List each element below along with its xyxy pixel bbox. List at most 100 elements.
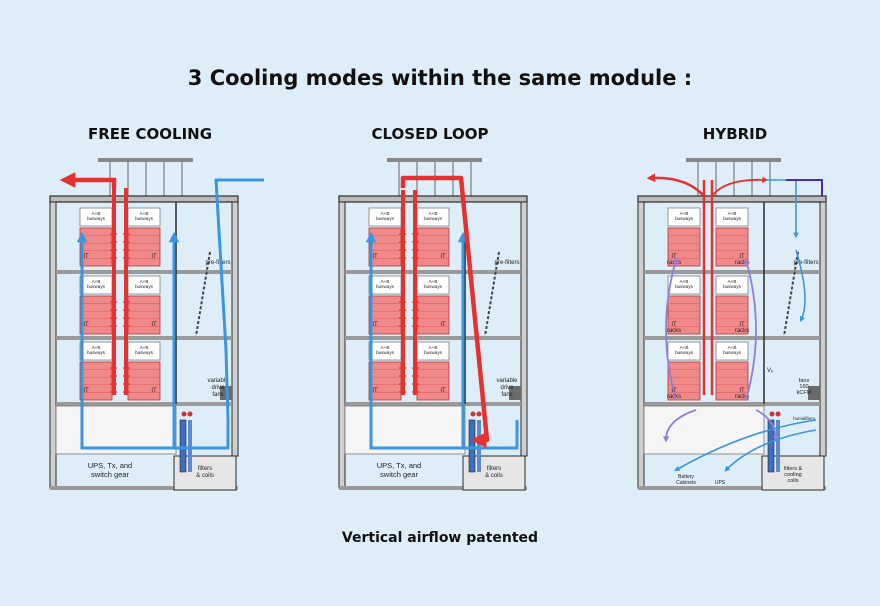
basement-room — [55, 405, 177, 455]
busway-box — [667, 207, 701, 227]
roof-slab — [637, 195, 827, 203]
coil-valve — [470, 411, 476, 417]
cold-supply-left — [365, 231, 519, 450]
it-rack — [127, 361, 161, 401]
floor-slab — [56, 402, 232, 406]
busway-box — [715, 275, 749, 295]
roof-canopy — [387, 158, 482, 162]
ground-slab — [339, 486, 527, 490]
floor-slab — [644, 336, 820, 340]
it-label: IT — [151, 388, 157, 394]
page-title: 3 Cooling modes within the same module : — [187, 66, 693, 90]
prefilters-label: pre-filters — [494, 260, 519, 266]
floor-slab — [56, 336, 232, 340]
recirc-loop — [665, 257, 678, 401]
it-rack — [667, 361, 701, 401]
cooling-coil — [776, 420, 780, 472]
it-rack — [127, 227, 161, 267]
it-rack — [416, 295, 450, 335]
right-wall — [520, 201, 528, 457]
floor-slab — [345, 402, 521, 406]
cold-supply-path — [724, 429, 817, 472]
coil-valve — [775, 411, 781, 417]
it-rack — [416, 361, 450, 401]
it-label: IT — [372, 388, 378, 394]
roof-canopy — [98, 158, 193, 162]
it-label: IT — [372, 254, 378, 260]
it-label: IT — [440, 322, 446, 328]
it-label: IT — [372, 322, 378, 328]
it-rack — [416, 227, 450, 267]
ups-label: UPS — [715, 480, 726, 486]
caption: Vertical airflow patented — [341, 530, 539, 546]
busway-box — [715, 207, 749, 227]
cooling-coil — [767, 419, 775, 473]
free-cooling-title: FREE COOLING — [87, 125, 213, 143]
it-rack — [715, 295, 749, 335]
damper-path — [786, 179, 823, 196]
fan-unit — [808, 386, 820, 400]
hot-exhaust-arrow — [646, 173, 705, 197]
cold-supply-path — [674, 419, 817, 472]
right-wall — [231, 201, 239, 457]
it-rack — [715, 227, 749, 267]
vfd-label: Vₓ — [767, 368, 773, 374]
floor-slab — [345, 336, 521, 340]
recirc-loop — [744, 257, 757, 401]
humidifiers-label: humidifiers — [793, 416, 816, 421]
cold-supply-left — [76, 231, 230, 450]
cooling-coil — [468, 419, 476, 473]
fan-unit — [509, 386, 521, 400]
coil-valve — [181, 411, 187, 417]
it-rack — [368, 227, 402, 267]
it-rack — [667, 295, 701, 335]
coil-valve — [187, 411, 193, 417]
it-rack — [127, 295, 161, 335]
basement-room — [344, 405, 466, 455]
floor-slab — [644, 402, 820, 406]
hot-exhaust-arrow — [59, 172, 117, 188]
coil-valve — [769, 411, 775, 417]
it-label: IT — [151, 322, 157, 328]
floor-slab — [345, 270, 521, 274]
roof-canopy — [686, 158, 781, 162]
it-rack — [368, 361, 402, 401]
ground-slab — [638, 486, 826, 490]
prefilter-screen — [195, 251, 211, 337]
it-label: IT — [440, 254, 446, 260]
hybrid-title: HYBRID — [702, 125, 768, 143]
cold-intake-path — [795, 249, 806, 323]
left-wall — [338, 201, 346, 489]
filters-label: filters& coils — [196, 466, 214, 479]
busway-box — [715, 341, 749, 361]
cooling-coil — [188, 420, 192, 472]
cooling-coil — [179, 419, 187, 473]
coil-valve — [476, 411, 482, 417]
ground-slab — [50, 486, 238, 490]
floor-slab — [56, 270, 232, 274]
